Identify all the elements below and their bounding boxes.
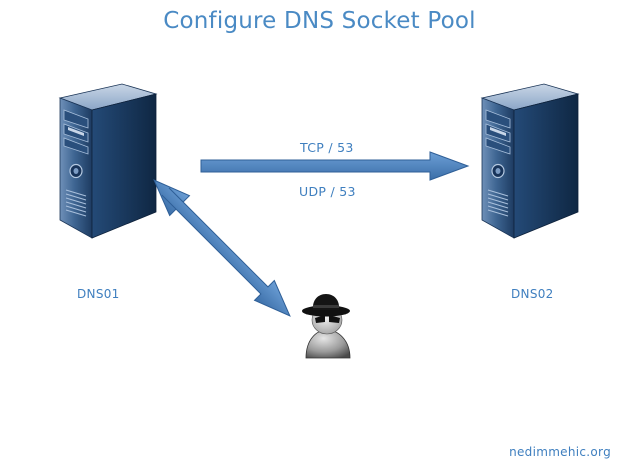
connection-label-tcp: TCP / 53 [300,140,354,155]
connection-label-udp: UDP / 53 [299,184,356,199]
dns02-server-icon [481,83,579,239]
dns01-to-dns02-arrow [200,151,470,181]
dns01-server-icon [59,83,157,239]
diagram-title: Configure DNS Socket Pool [163,8,476,34]
footer-watermark: nedimmehic.org [509,445,611,459]
dns01-attacker-double-arrow [153,179,291,317]
spy-attacker-icon [302,294,351,359]
dns02-label: DNS02 [511,287,554,301]
dns01-label: DNS01 [77,287,120,301]
